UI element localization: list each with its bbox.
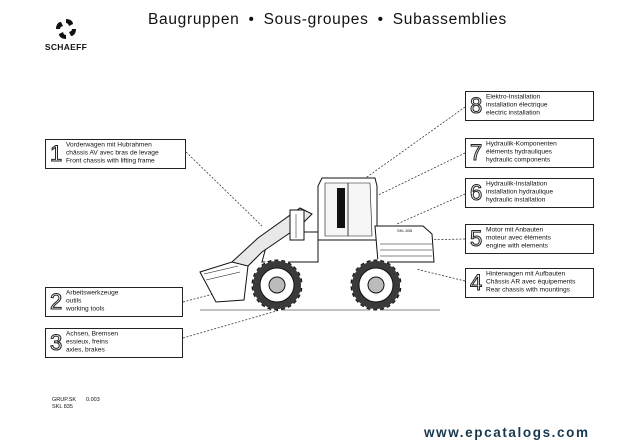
group-number: 2 <box>49 289 63 314</box>
leader-line-4 <box>415 268 466 282</box>
desc-english: engine with elements <box>486 243 548 251</box>
group-box-2[interactable]: 2 Arbeitswerkzeuge outils working tools <box>45 287 183 317</box>
desc-german: Motor mit Anbauten <box>486 226 544 234</box>
title-separator: • <box>248 11 255 28</box>
leader-line-7 <box>367 152 466 201</box>
page-number: 0.003 <box>86 397 100 403</box>
code-line-2: SKL 835 <box>52 403 73 410</box>
desc-german: Hydraulik-Installation <box>486 180 548 188</box>
group-box-8[interactable]: 8 Elektro-Installation installation élec… <box>465 91 594 121</box>
group-description: Hydraulik-Installation installation hydr… <box>486 181 553 206</box>
title-german: Baugruppen <box>148 11 240 28</box>
group-description: Elektro-Installation installation électr… <box>486 94 548 119</box>
desc-german: Arbeitswerkzeuge <box>66 289 119 297</box>
desc-french: installation hydraulique <box>486 188 554 196</box>
desc-english: hydraulic installation <box>486 197 546 205</box>
desc-english: Front chassis with lifting frame <box>66 158 155 166</box>
watermark-url: www.epcatalogs.com <box>424 425 590 440</box>
title-french: Sous-groupes <box>263 11 369 28</box>
page-title: Baugruppen • Sous-groupes • Subassemblie… <box>148 11 507 29</box>
desc-english: Rear chassis with mountings <box>486 287 570 295</box>
desc-french: installation électrique <box>486 101 548 109</box>
desc-french: moteur avec éléments <box>486 234 551 242</box>
title-english: Subassemblies <box>392 11 507 28</box>
desc-german: Elektro-Installation <box>486 93 541 101</box>
group-description: Achsen, Bremsen essieux, freins axles, b… <box>66 331 118 356</box>
group-box-6[interactable]: 6 Hydraulik-Installation installation hy… <box>465 178 594 208</box>
group-number: 8 <box>469 93 483 118</box>
code-line-1: GRUP.SK <box>52 397 77 403</box>
leader-line-2 <box>182 289 229 303</box>
rear-wheel <box>350 259 402 311</box>
page-code: GRUP.SK SKL 835 <box>52 397 76 410</box>
group-description: Arbeitswerkzeuge outils working tools <box>66 290 118 315</box>
schaeff-swirl-icon <box>56 19 76 39</box>
group-box-7[interactable]: 7 Hydraulik-Komponenten éléments hydraul… <box>465 138 594 168</box>
group-box-3[interactable]: 3 Achsen, Bremsen essieux, freins axles,… <box>45 328 183 358</box>
front-wheel <box>251 259 303 311</box>
desc-french: Châssis AR avec équipements <box>486 278 576 286</box>
loader-body <box>199 177 440 311</box>
group-description: Vorderwagen mit Hubrahmen châssis AV ave… <box>66 142 159 167</box>
group-box-4[interactable]: 4 Hinterwagen mit Aufbauten Châssis AR a… <box>465 268 594 298</box>
desc-german: Vorderwagen mit Hubrahmen <box>66 141 152 149</box>
group-number: 4 <box>469 270 483 295</box>
title-separator: • <box>377 11 384 28</box>
desc-english: electric installation <box>486 110 540 118</box>
desc-english: axles, brakes <box>66 347 105 355</box>
group-description: Hydraulik-Komponenten éléments hydrauliq… <box>486 141 557 166</box>
group-description: Motor mit Anbauten moteur avec éléments … <box>486 227 551 252</box>
group-box-5[interactable]: 5 Motor mit Anbauten moteur avec élément… <box>465 224 594 254</box>
leader-line-6 <box>396 193 466 225</box>
desc-german: Hinterwagen mit Aufbauten <box>486 270 566 278</box>
group-number: 6 <box>469 180 483 205</box>
group-number: 1 <box>49 141 63 166</box>
desc-english: working tools <box>66 306 105 314</box>
desc-english: hydraulic components <box>486 157 551 165</box>
group-number: 7 <box>469 140 483 165</box>
group-number: 3 <box>49 330 63 355</box>
leader-line-1 <box>185 151 263 227</box>
brand-name: SCHAEFF <box>44 42 88 52</box>
leader-line-3 <box>182 309 281 339</box>
desc-german: Hydraulik-Komponenten <box>486 140 557 148</box>
desc-german: Achsen, Bremsen <box>66 330 119 338</box>
leader-line-8 <box>359 106 466 183</box>
schaeff-logo: SCHAEFF <box>44 18 88 52</box>
group-number: 5 <box>469 226 483 251</box>
group-description: Hinterwagen mit Aufbauten Châssis AR ave… <box>486 271 575 296</box>
desc-french: outils <box>66 297 82 305</box>
desc-french: châssis AV avec bras de levage <box>66 149 159 157</box>
desc-french: essieux, freins <box>66 338 109 346</box>
group-box-1[interactable]: 1 Vorderwagen mit Hubrahmen châssis AV a… <box>45 139 186 169</box>
desc-french: éléments hydrauliques <box>486 148 552 156</box>
machine-plate: SKL 835 <box>397 228 413 233</box>
